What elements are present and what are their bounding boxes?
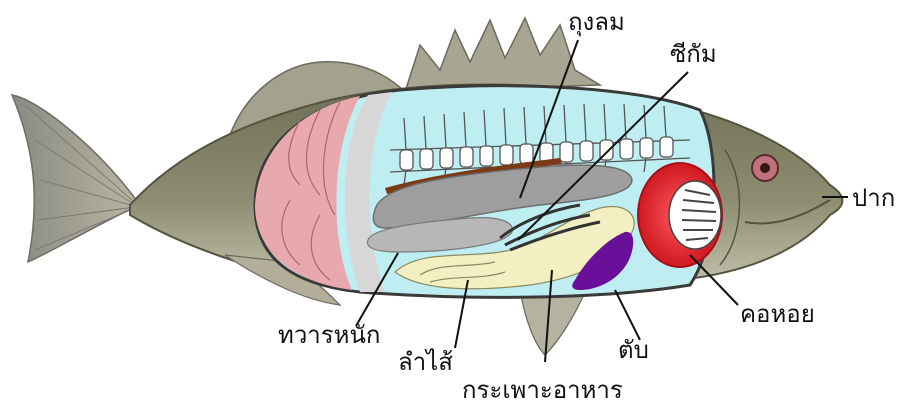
label-mouth: ปาก — [852, 184, 895, 212]
label-gill: ซีกัม — [670, 40, 717, 68]
fish-pupil — [760, 163, 770, 173]
label-stomach: กระเพาะอาหาร — [462, 376, 623, 404]
label-liver: ตับ — [618, 336, 649, 364]
leader-liver — [615, 290, 640, 340]
label-throat: คอหอย — [740, 300, 815, 328]
pelvic-fin — [520, 290, 585, 355]
label-anus: ทวารหนัก — [278, 321, 380, 349]
label-intestine: ลำไส้ — [398, 348, 453, 376]
tail-fin — [12, 95, 140, 262]
label-swim-bladder: ถุงลม — [568, 8, 625, 37]
throat — [638, 163, 722, 267]
